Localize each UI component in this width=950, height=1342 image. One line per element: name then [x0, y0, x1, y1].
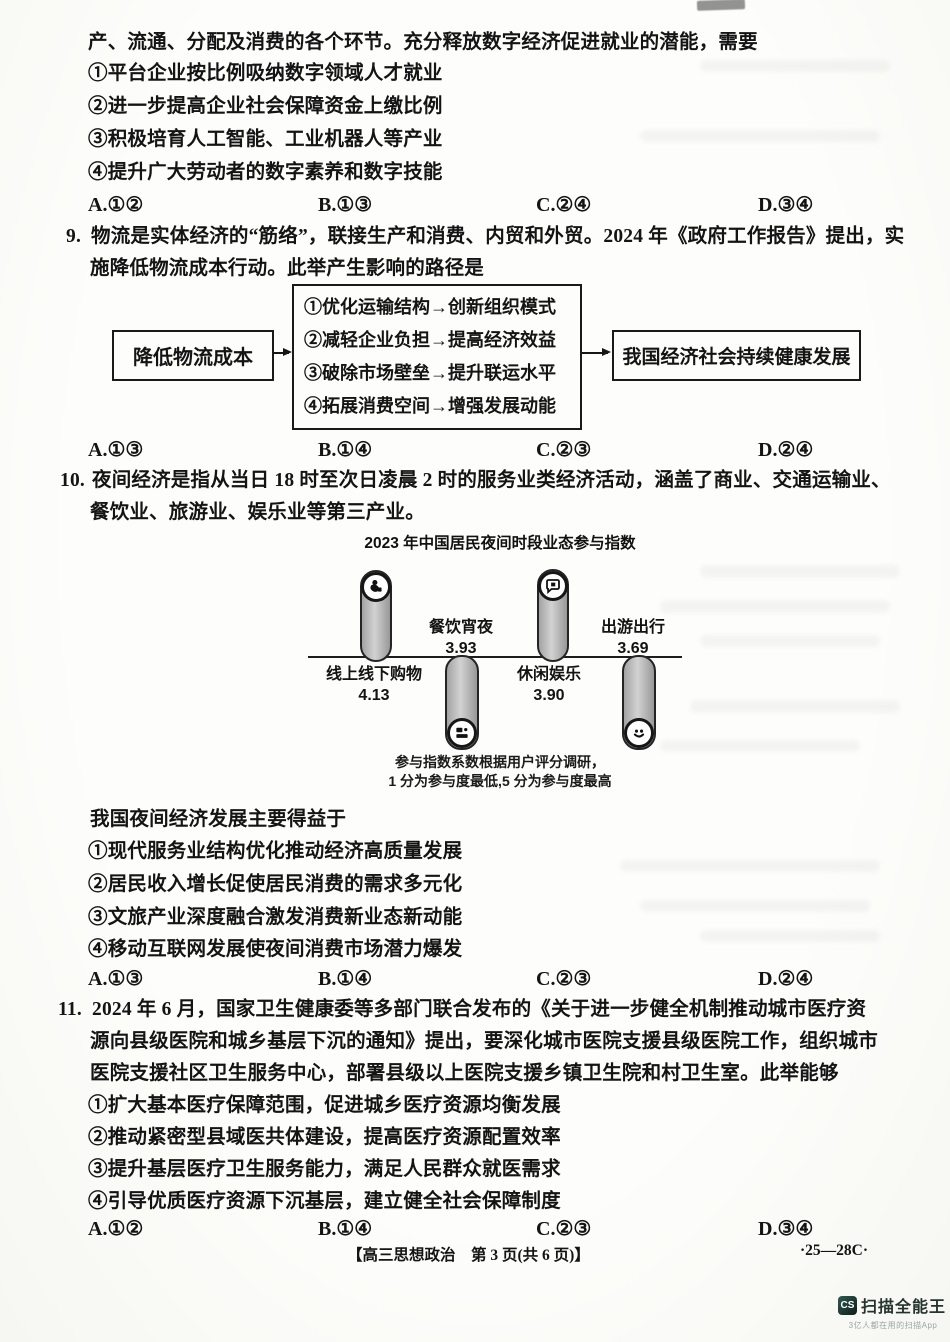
chart-baseline	[308, 656, 682, 658]
q11-item-4: ④引导优质医疗资源下沉基层，建立健全社会保障制度	[88, 1191, 561, 1212]
camscanner-watermark: CS 扫描全能王 3亿人都在用的扫描App	[838, 1293, 948, 1331]
scan-artifact	[620, 860, 880, 872]
q10-stem-line-2: 餐饮业、旅游业、娱乐业等第三产业。	[90, 502, 425, 523]
q11-option-b: B.①④	[318, 1218, 373, 1240]
q8-option-c: C.②④	[536, 194, 592, 216]
scan-artifact	[660, 740, 860, 752]
chart-footnote-line-2: 1 分为参与度最低,5 分为参与度最高	[388, 773, 612, 789]
q9-number: 9.	[66, 226, 82, 247]
q10-option-a: A.①③	[88, 968, 144, 990]
q10-item-2: ②居民收入增长促使居民消费的需求多元化	[88, 874, 463, 895]
flowchart-path-2: ②减轻企业负担→提高经济效益	[304, 330, 556, 350]
scan-artifact	[690, 700, 900, 713]
flowchart-arrow-2	[582, 348, 611, 356]
q10-item-3: ③文旅产业深度融合激发消费新业态新动能	[88, 907, 463, 928]
q11-item-2: ②推动紧密型县域医共体建设，提高医疗资源配置效率	[88, 1127, 561, 1148]
scan-artifact	[640, 130, 880, 142]
scan-artifact	[660, 600, 890, 613]
q11-item-1: ①扩大基本医疗保障范围，促进城乡医疗资源均衡发展	[88, 1095, 561, 1116]
chart-label-leisure-name: 休闲娱乐	[516, 666, 581, 683]
q11-number: 11.	[58, 999, 82, 1020]
chart-label-travel-name: 出游出行	[600, 619, 665, 636]
scan-artifact	[640, 900, 870, 912]
chart-label-shopping-value: 4.13	[358, 687, 390, 704]
scan-smudge	[696, 0, 746, 11]
pill-shopping	[360, 570, 392, 662]
q10-item-1: ①现代服务业结构优化推动经济高质量发展	[88, 841, 463, 862]
q11-stem-line-2: 源向县级医院和城乡基层下沉的通知》提出，要深化城市医院支援县级医院工作，组织城市	[90, 1031, 879, 1052]
pill-leisure	[537, 569, 569, 662]
chart-footnote-line-1: 参与指数系数根据用户评分调研，	[395, 754, 605, 770]
q8-option-a: A.①②	[88, 194, 144, 216]
q9-option-d: D.②④	[758, 439, 814, 461]
camscanner-tagline: 3亿人都在用的扫描App	[848, 1321, 938, 1330]
scan-artifact	[700, 60, 890, 72]
pill-travel	[622, 655, 656, 750]
chart-label-dining-value: 3.93	[445, 640, 477, 657]
q10-option-b: B.①④	[318, 968, 373, 990]
chart-label-dining-name: 餐饮宵夜	[428, 619, 493, 636]
q11-option-a: A.①②	[88, 1218, 144, 1240]
q8-option-d: D.③④	[758, 194, 814, 216]
pill-dining	[445, 655, 479, 750]
q10-stem2: 我国夜间经济发展主要得益于	[90, 809, 347, 830]
chart-title: 2023 年中国居民夜间时段业态参与指数	[364, 535, 636, 552]
q8-item-3: ③积极培育人工智能、工业机器人等产业	[88, 129, 443, 150]
q8-item-4: ④提升广大劳动者的数字素养和数字技能	[88, 162, 443, 183]
chat-icon	[538, 571, 568, 601]
flowchart-path-1: ①优化运输结构→创新组织模式	[304, 297, 556, 317]
q10-item-4: ④移动互联网发展使夜间消费市场潜力爆发	[88, 939, 463, 960]
q11-stem-line-1: 2024 年 6 月，国家卫生健康委等多部门联合发布的《关于进一步健全机制推动城…	[92, 999, 867, 1020]
q11-item-3: ③提升基层医疗卫生服务能力，满足人民群众就医需求	[88, 1159, 561, 1180]
chart-label-dining: 餐饮宵夜 3.93	[401, 617, 521, 659]
q9-stem-line-2: 施降低物流成本行动。此举产生影响的路径是	[90, 258, 485, 279]
flowchart-middle-box: ①优化运输结构→创新组织模式 ②减轻企业负担→提高经济效益 ③破除市场壁垒→提升…	[292, 284, 582, 430]
flowchart-left-box: 降低物流成本	[112, 330, 274, 381]
q8-intro-line: 产、流通、分配及消费的各个环节。充分释放数字经济促进就业的潜能，需要	[88, 32, 758, 53]
chart-footnote: 参与指数系数根据用户评分调研， 1 分为参与度最低,5 分为参与度最高	[290, 753, 710, 791]
q10-option-d: D.②④	[758, 968, 814, 990]
q10-stem-line-1: 夜间经济是指从当日 18 时至次日凌晨 2 时的服务业类经济活动，涵盖了商业、交…	[92, 470, 891, 491]
scan-artifact	[700, 635, 880, 647]
q8-item-1: ①平台企业按比例吸纳数字领域人才就业	[88, 63, 443, 84]
q11-option-c: C.②③	[536, 1218, 592, 1240]
shopper-icon	[361, 572, 391, 602]
q10-option-c: C.②③	[536, 968, 592, 990]
q11-stem-line-3: 医院支援社区卫生服务中心，部署县级以上医院支援乡镇卫生院和村卫生室。此举能够	[90, 1063, 839, 1084]
scan-artifact	[700, 565, 900, 578]
q10-number: 10.	[60, 470, 85, 491]
night-economy-chart: 2023 年中国居民夜间时段业态参与指数 线上线下购物	[290, 525, 710, 800]
smiley-icon	[624, 718, 654, 748]
chart-label-shopping: 线上线下购物 4.13	[314, 664, 434, 706]
q9-option-a: A.①③	[88, 439, 144, 461]
chart-label-travel-value: 3.69	[617, 640, 649, 657]
camscanner-name: 扫描全能王	[861, 1299, 947, 1316]
chart-label-travel: 出游出行 3.69	[573, 617, 693, 659]
q9-option-c: C.②③	[536, 439, 592, 461]
q9-stem-line-1: 物流是实体经济的“筋络”，联接生产和消费、内贸和外贸。2024 年《政府工作报告…	[91, 226, 905, 247]
flowchart-path-4: ④拓展消费空间→增强发展动能	[304, 396, 556, 416]
q8-option-b: B.①③	[318, 194, 373, 216]
q8-item-2: ②进一步提高企业社会保障资金上缴比例	[88, 96, 443, 117]
chart-label-leisure-value: 3.90	[533, 687, 565, 704]
scan-artifact	[700, 930, 880, 942]
flowchart-right-box: 我国经济社会持续健康发展	[612, 330, 861, 381]
q9-option-b: B.①④	[318, 439, 373, 461]
chart-label-shopping-name: 线上线下购物	[325, 666, 422, 683]
footer-paper-code: ·25—28C·	[800, 1242, 869, 1259]
flowchart-arrow-1	[273, 348, 292, 356]
q11-option-d: D.③④	[758, 1218, 814, 1240]
dining-icon	[447, 718, 477, 748]
flowchart-path-3: ③破除市场壁垒→提升联运水平	[304, 363, 556, 383]
footer-page-label: 【高三思想政治 第 3 页(共 6 页)】	[347, 1247, 590, 1264]
chart-label-leisure: 休闲娱乐 3.90	[489, 664, 609, 706]
camscanner-badge-icon: CS	[838, 1295, 857, 1315]
